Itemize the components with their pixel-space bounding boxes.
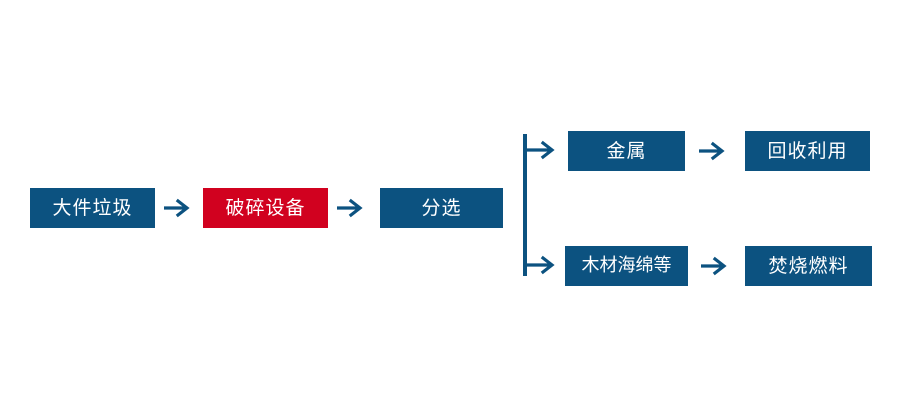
arrow-right-icon: [698, 139, 730, 163]
node-metal-material[interactable]: 金属: [568, 131, 685, 171]
node-input-waste[interactable]: 大件垃圾: [30, 188, 155, 228]
split-arrow-upper-icon: [525, 139, 561, 163]
node-label: 金属: [606, 139, 647, 162]
node-crushing-equipment[interactable]: 破碎设备: [203, 188, 328, 228]
node-combustible-material[interactable]: 木材海绵等: [565, 246, 688, 286]
node-sorting[interactable]: 分选: [380, 188, 503, 228]
arrow-right-icon: [700, 254, 732, 278]
arrow-right-icon: [163, 196, 195, 220]
node-combustible-destination[interactable]: 焚烧燃料: [745, 246, 872, 286]
arrow-right-icon: [336, 196, 368, 220]
branch-split-icon: [523, 134, 527, 276]
node-label: 回收利用: [767, 139, 848, 162]
node-metal-destination[interactable]: 回收利用: [745, 131, 870, 171]
node-label: 大件垃圾: [52, 196, 133, 219]
split-arrow-lower-icon: [525, 254, 561, 278]
node-label: 焚烧燃料: [768, 254, 849, 277]
node-label: 破碎设备: [225, 196, 306, 219]
node-label: 分选: [421, 196, 462, 219]
node-label: 木材海绵等: [581, 255, 672, 276]
